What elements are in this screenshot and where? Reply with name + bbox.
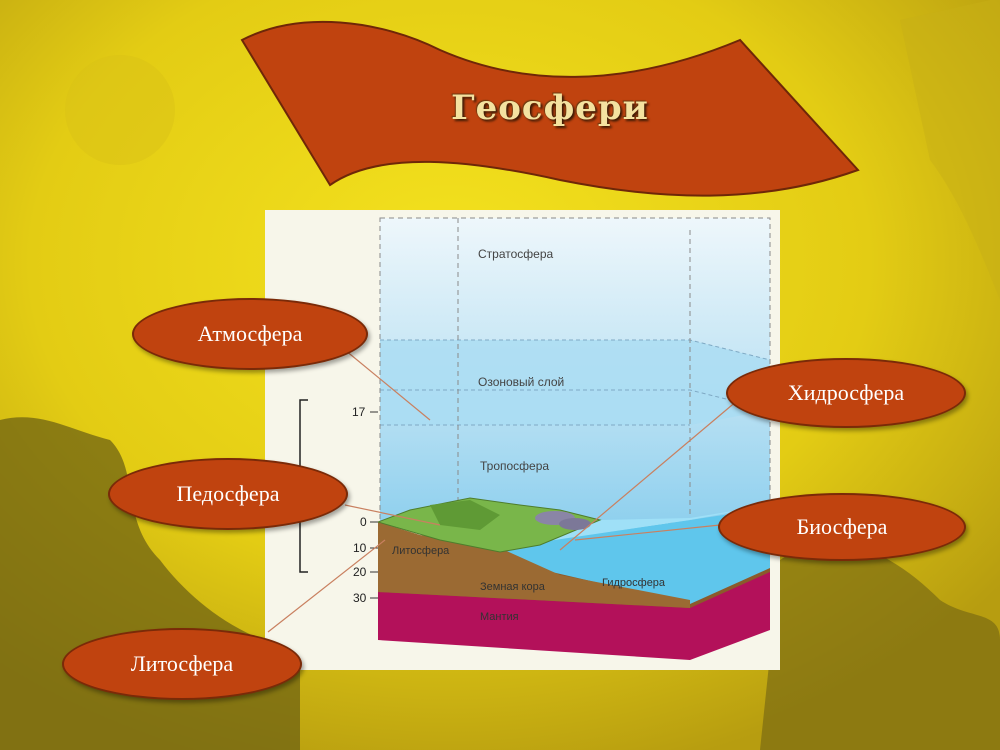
callout-pedosphere: Педосфера [108, 458, 348, 530]
slide-title: Геосфери [451, 88, 649, 128]
callout-lithosphere: Литосфера [62, 628, 302, 700]
callout-hydrosphere-label: Хидросфера [787, 380, 905, 405]
callout-biosphere: Биосфера [718, 493, 966, 561]
callout-lithosphere-label: Литосфера [130, 651, 234, 676]
callout-biosphere-label: Биосфера [796, 514, 888, 539]
callout-hydrosphere: Хидросфера [726, 358, 966, 428]
title-banner [240, 20, 860, 197]
callout-pedosphere-label: Педосфера [176, 481, 280, 506]
callout-atmosphere: Атмосфера [132, 298, 368, 370]
callout-atmosphere-label: Атмосфера [197, 321, 303, 346]
